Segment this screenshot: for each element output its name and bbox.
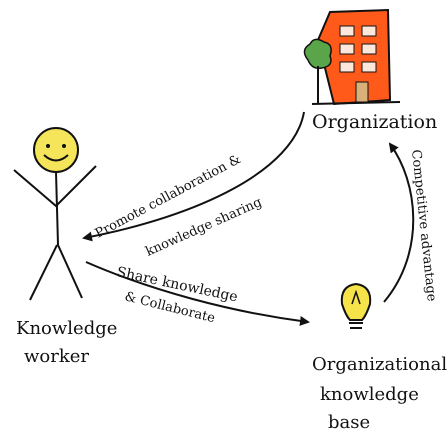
arrow-worker-to-kb xyxy=(85,261,310,326)
kb-label-line3: base xyxy=(328,412,370,433)
edge-label-promote: Promote collaboration & xyxy=(93,152,244,242)
building-icon xyxy=(311,8,401,106)
knowledge-worker-label-line1: Knowledge xyxy=(16,318,117,339)
arrow-org-to-worker xyxy=(82,111,305,242)
stick-figure-icon xyxy=(13,127,97,301)
arrow-kb-to-org xyxy=(383,142,415,303)
knowledge-worker-label-line2: worker xyxy=(24,346,89,367)
organization-label: Organization xyxy=(312,111,437,133)
kb-label-line1: Organizational xyxy=(312,354,447,375)
lightbulb-icon xyxy=(340,282,372,329)
tree-icon xyxy=(303,38,332,104)
kb-label-line2: knowledge xyxy=(320,384,419,405)
